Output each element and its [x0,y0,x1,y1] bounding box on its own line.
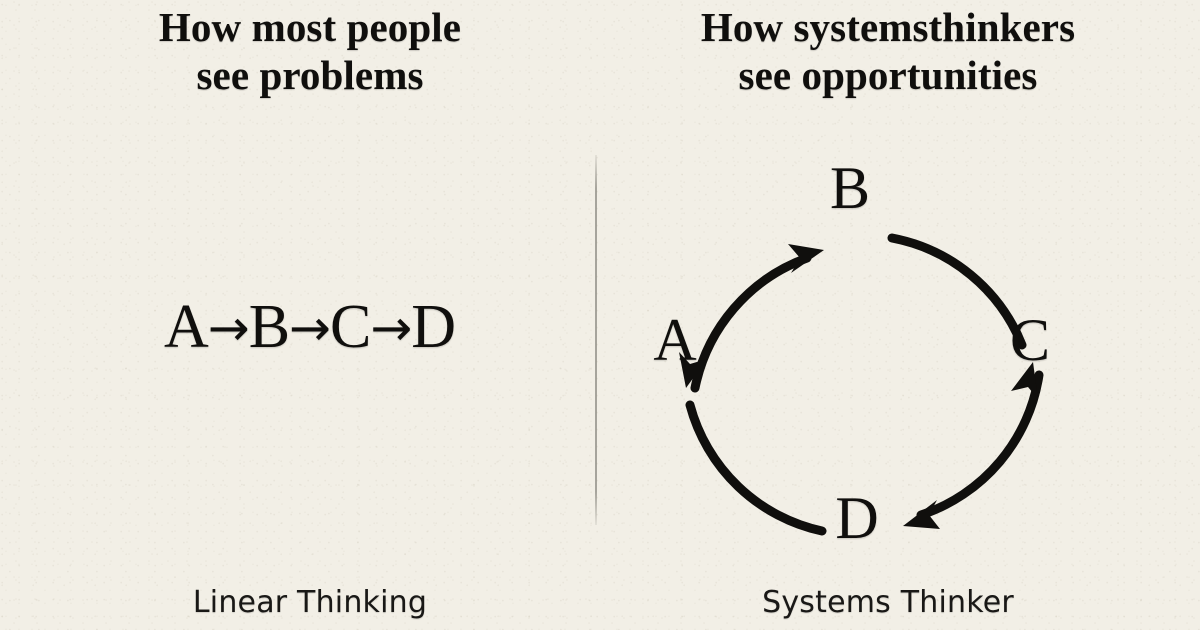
left-panel-caption: Linear Thinking [192,585,428,620]
cycle-diagram: A B C D [640,140,1090,560]
chain-arrow-icon-3: → [370,299,413,357]
cycle-node-b: B [829,155,871,221]
cycle-arrowhead-c-icon [1011,362,1038,399]
cycle-arrows-svg [679,233,1044,536]
cycle-edge-a-to-b [690,253,812,393]
linear-chain-diagram: A→B→C→D [30,296,590,358]
chain-node-c: C [329,293,372,361]
left-panel-heading: How most people see problems [158,4,462,98]
cycle-node-d: D [835,485,879,551]
right-panel-heading: How systemsthinkers see opportunities [700,4,1076,98]
cycle-arrowhead-b-icon [788,244,824,273]
chain-node-a: A [164,293,209,361]
cycle-edge-c-to-d [916,370,1044,520]
cycle-edge-b-to-c [887,233,1027,350]
chain-arrow-icon-2: → [289,299,331,357]
chain-arrow-icon-1: → [207,299,250,357]
panel-divider [595,155,597,525]
cycle-node-c: C [1009,307,1051,373]
right-panel-caption: Systems Thinker [762,585,1014,620]
cycle-node-a: A [653,307,697,373]
cycle-edge-d-to-a [685,400,827,536]
chain-node-b: B [248,293,291,361]
cycle-arrowhead-d-icon [903,500,940,529]
cycle-arrowhead-a-icon [679,352,707,388]
chain-node-d: D [411,293,456,361]
